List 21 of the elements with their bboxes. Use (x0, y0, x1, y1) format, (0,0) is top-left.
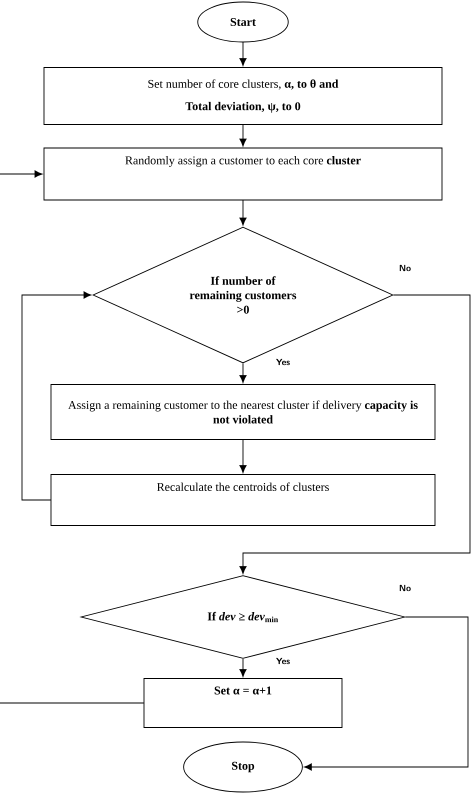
arrow (239, 363, 247, 383)
arrow (239, 200, 247, 226)
process-box: Randomly assign a customer to each core cluster (44, 148, 442, 200)
arrow (239, 294, 470, 574)
process-box: Recalculate the centroids of clusters (50, 474, 436, 526)
arrow (0, 170, 42, 178)
connector-line (0, 702, 144, 704)
arrow (239, 658, 247, 677)
process-box: Assign a remaining customer to the nearest cluster if delivery capacity is not violated (50, 384, 436, 440)
edge-label: Yes (276, 358, 290, 366)
terminal-oval: Stop (183, 742, 303, 792)
arrow (304, 616, 468, 771)
process-box: Set α = α+1 (144, 678, 342, 728)
arrow (22, 291, 92, 500)
arrow (239, 42, 247, 66)
edge-label: No (400, 264, 411, 272)
arrow (239, 440, 247, 473)
process-box: Set number of core clusters, α, to θ and Total deviation, ψ, to 0 (44, 67, 442, 125)
terminal-oval: Start (197, 2, 289, 42)
edge-label: Yes (276, 658, 290, 664)
arrow (239, 124, 247, 146)
